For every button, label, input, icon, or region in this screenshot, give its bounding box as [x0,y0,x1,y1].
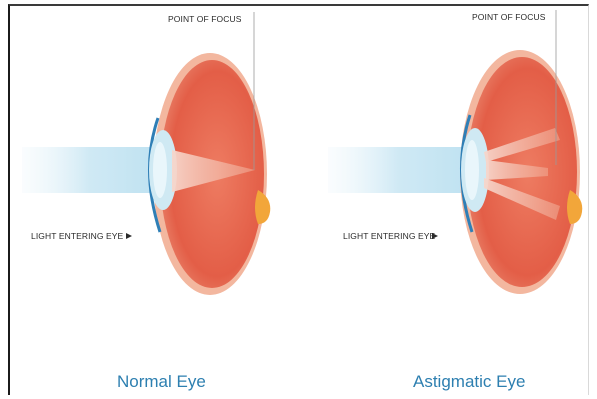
arrow-icon [126,233,132,239]
light-beam [328,147,468,193]
optic-nerve [567,190,582,224]
optic-nerve [255,190,270,224]
light-label: LIGHT ENTERING EYE [343,231,436,241]
astigmatic-eye-caption: Astigmatic Eye [413,372,525,391]
focus-label: POINT OF FOCUS [472,12,546,22]
normal-eye-panel: POINT OF FOCUS LIGHT ENTERING EYE Normal… [22,12,270,391]
light-beam [22,147,157,193]
light-label: LIGHT ENTERING EYE [31,231,124,241]
normal-eye-caption: Normal Eye [117,372,206,391]
focus-label: POINT OF FOCUS [168,14,242,24]
astigmatic-eye-panel: POINT OF FOCUS LIGHT ENTERING EYE Astigm… [328,10,582,391]
